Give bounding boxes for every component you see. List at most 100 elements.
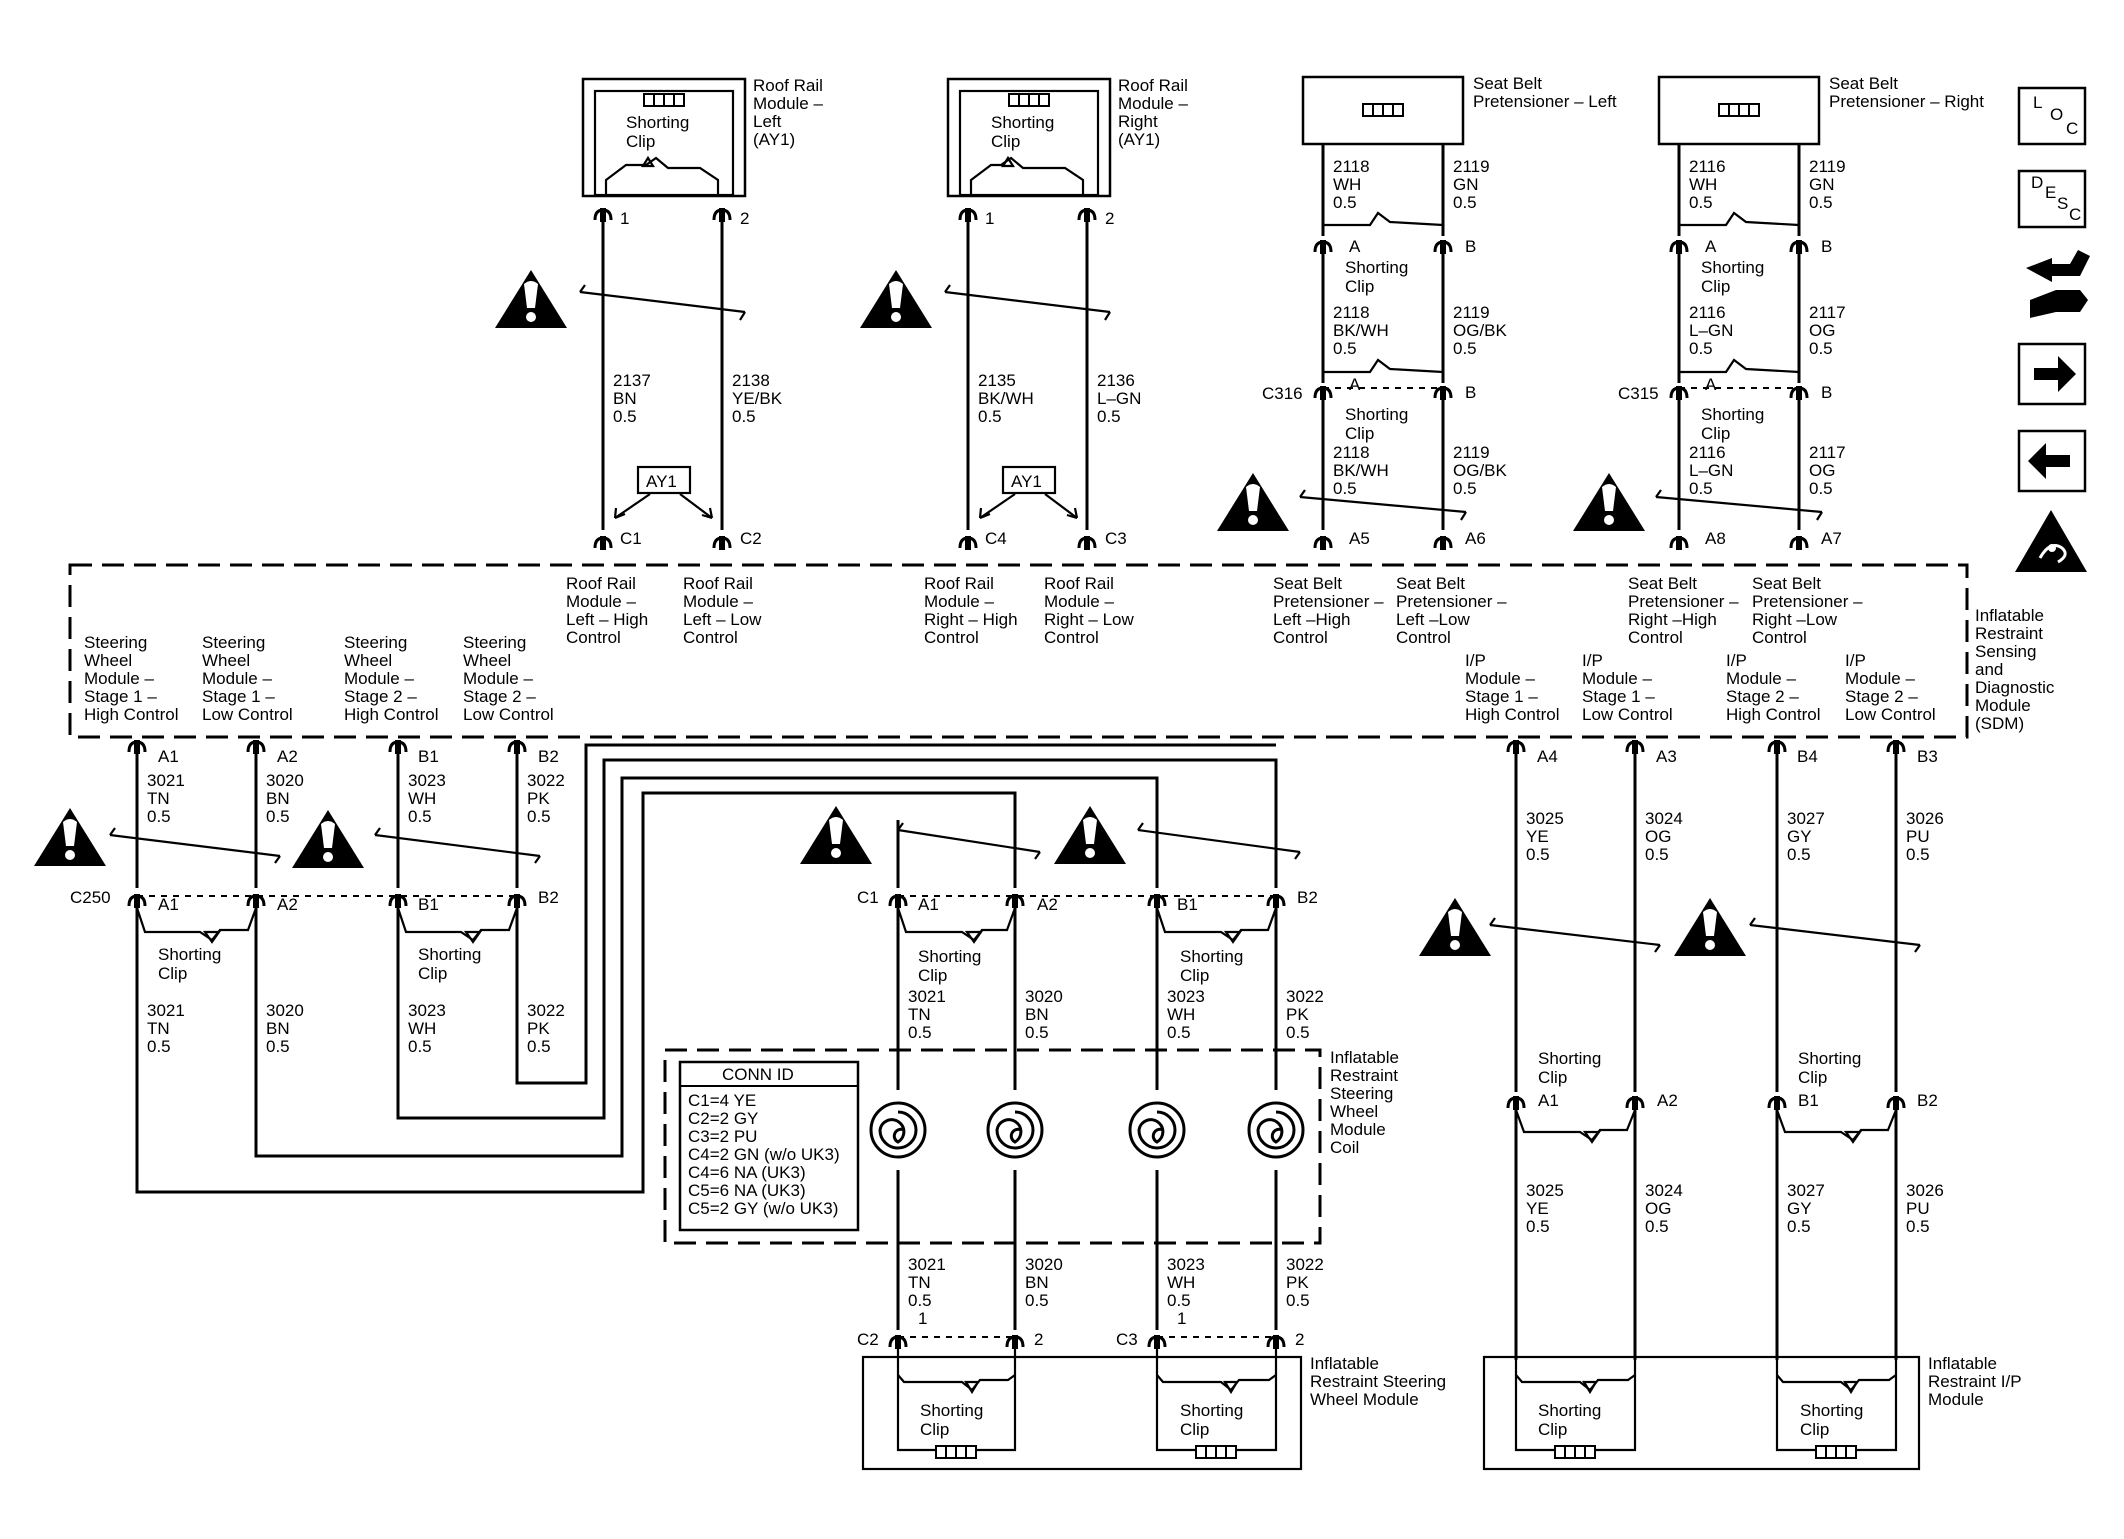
ip-connector-pin-a2: A2 — [1657, 1091, 1678, 1110]
connector-c315: C315 — [1618, 384, 1659, 403]
sdm-pin-a4: A4 — [1537, 747, 1558, 766]
arrow-left-icon — [2028, 443, 2070, 479]
seat-belt-right-pin-b: B — [1821, 237, 1832, 256]
c315-pin-a: A — [1705, 375, 1717, 394]
roof-rail-left-pin-1: 1 — [620, 209, 629, 228]
description-button[interactable]: DESC — [2017, 169, 2087, 229]
location-button[interactable]: LOC — [2017, 86, 2087, 146]
coil-pin-a2: A2 — [1037, 895, 1058, 914]
connector-end-view-button[interactable] — [2026, 250, 2090, 318]
sdm-pin-a6: A6 — [1465, 529, 1486, 548]
steering-module-c2-pin-2: 2 — [1034, 1330, 1043, 1349]
sdm-pin-b4: B4 — [1797, 747, 1818, 766]
sdm-pin-a3: A3 — [1656, 747, 1677, 766]
ip-connector-pin-b2: B2 — [1917, 1091, 1938, 1110]
esd-warning-button[interactable] — [2015, 510, 2087, 572]
seat-belt-right-pin-a: A — [1705, 237, 1717, 256]
roof-rail-right-pin-2: 2 — [1105, 209, 1114, 228]
clockspring-coil-2 — [986, 1101, 1044, 1159]
seat-belt-left-pin-a: A — [1349, 237, 1361, 256]
ip-connector-pin-b1: B1 — [1798, 1091, 1819, 1110]
c316-pin-b: B — [1465, 383, 1476, 402]
steering-route-lines — [515, 743, 1276, 1085]
ip-connector-pin-a1: A1 — [1538, 1091, 1559, 1110]
c250-pin-b2: B2 — [538, 888, 559, 907]
esd-sensitive-icon — [2015, 510, 2087, 572]
previous-page-button[interactable] — [2017, 429, 2087, 493]
steering-module-connector-c2: C2 — [857, 1330, 879, 1349]
roof-rail-right-pin-1: 1 — [985, 209, 994, 228]
seat-belt-left-pin-b: B — [1465, 237, 1476, 256]
arrow-right-icon — [2034, 356, 2076, 392]
option-ay1-left: AY1 — [646, 472, 677, 491]
conn-id-table — [678, 1060, 860, 1232]
c315-pin-b: B — [1821, 383, 1832, 402]
sdm-pin-b3: B3 — [1917, 747, 1938, 766]
c250-pin-a1: A1 — [158, 895, 179, 914]
sdm-pin-c3: C3 — [1105, 529, 1127, 548]
next-page-button[interactable] — [2017, 342, 2087, 406]
steering-module-connector-c3: C3 — [1116, 1330, 1138, 1349]
coil-pin-b1: B1 — [1177, 895, 1198, 914]
conn-id-list: C1=4 YE C2=2 GY C3=2 PU C4=2 GN (w/o UK3… — [688, 1091, 844, 1218]
option-ay1-right: AY1 — [1011, 472, 1042, 491]
connector-c250: C250 — [70, 888, 111, 907]
connector-c316: C316 — [1262, 384, 1303, 403]
sdm-pin-a8: A8 — [1705, 529, 1726, 548]
